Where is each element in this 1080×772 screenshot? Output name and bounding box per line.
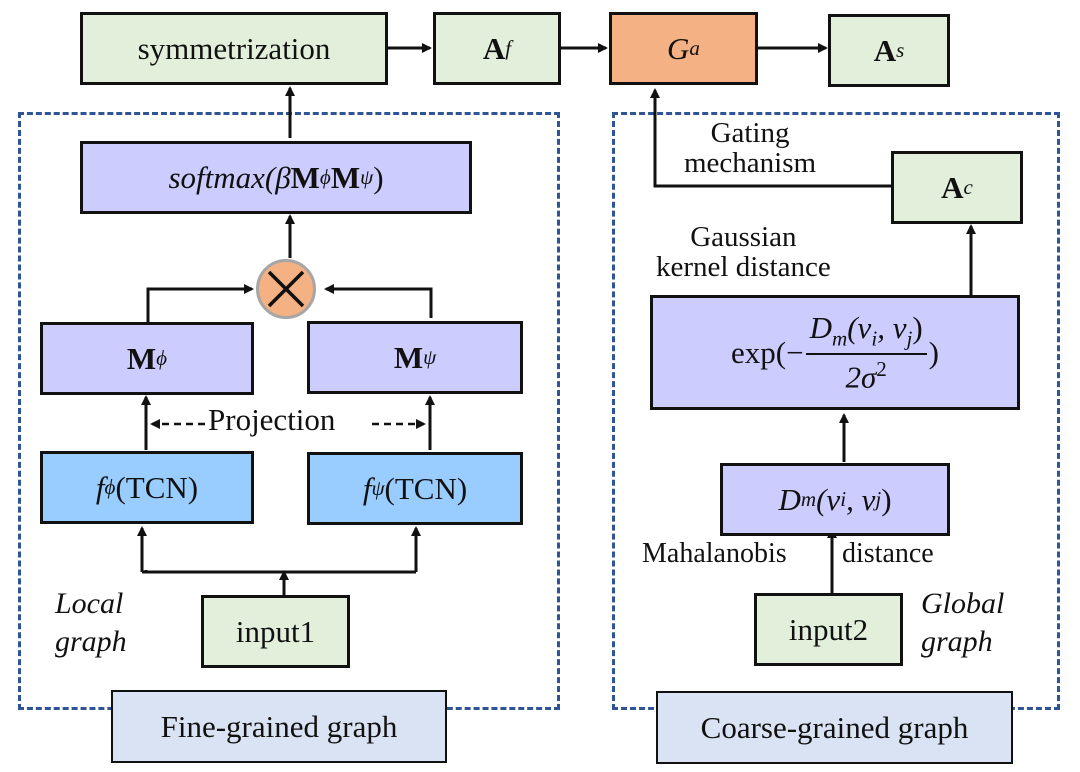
input2-box: input2 bbox=[754, 593, 903, 666]
projection-label: Projection bbox=[208, 402, 336, 437]
input1-box: input1 bbox=[201, 595, 350, 668]
distance-label: distance bbox=[842, 538, 934, 569]
multiply-icon bbox=[267, 270, 305, 308]
arrow-mpsi-to-mult bbox=[324, 284, 433, 318]
mahalanobis-label: Mahalanobis bbox=[642, 538, 787, 569]
fine-grained-graph-label: Fine-grained graph bbox=[111, 690, 447, 763]
arrow-mphi-to-mult bbox=[146, 284, 254, 322]
gaussian-exp-box: exp(− Dm(vi, vj) 2σ2 ) bbox=[650, 295, 1020, 410]
exp-fraction: Dm(vi, vj) 2σ2 bbox=[805, 310, 927, 396]
symmetrization-box: symmetrization bbox=[80, 12, 388, 85]
gating-mechanism-label: Gating mechanism bbox=[684, 117, 817, 180]
arrow-ac-to-ga bbox=[650, 88, 896, 188]
symmetrization-label: symmetrization bbox=[137, 30, 331, 66]
gaussian-kernel-label: Gaussian kernel distance bbox=[656, 221, 831, 284]
local-graph-caption: Local graph bbox=[55, 587, 127, 658]
multiply-node bbox=[256, 259, 316, 319]
global-graph-caption: Global graph bbox=[921, 587, 1005, 658]
coarse-grained-graph-label: Coarse-grained graph bbox=[656, 691, 1013, 764]
